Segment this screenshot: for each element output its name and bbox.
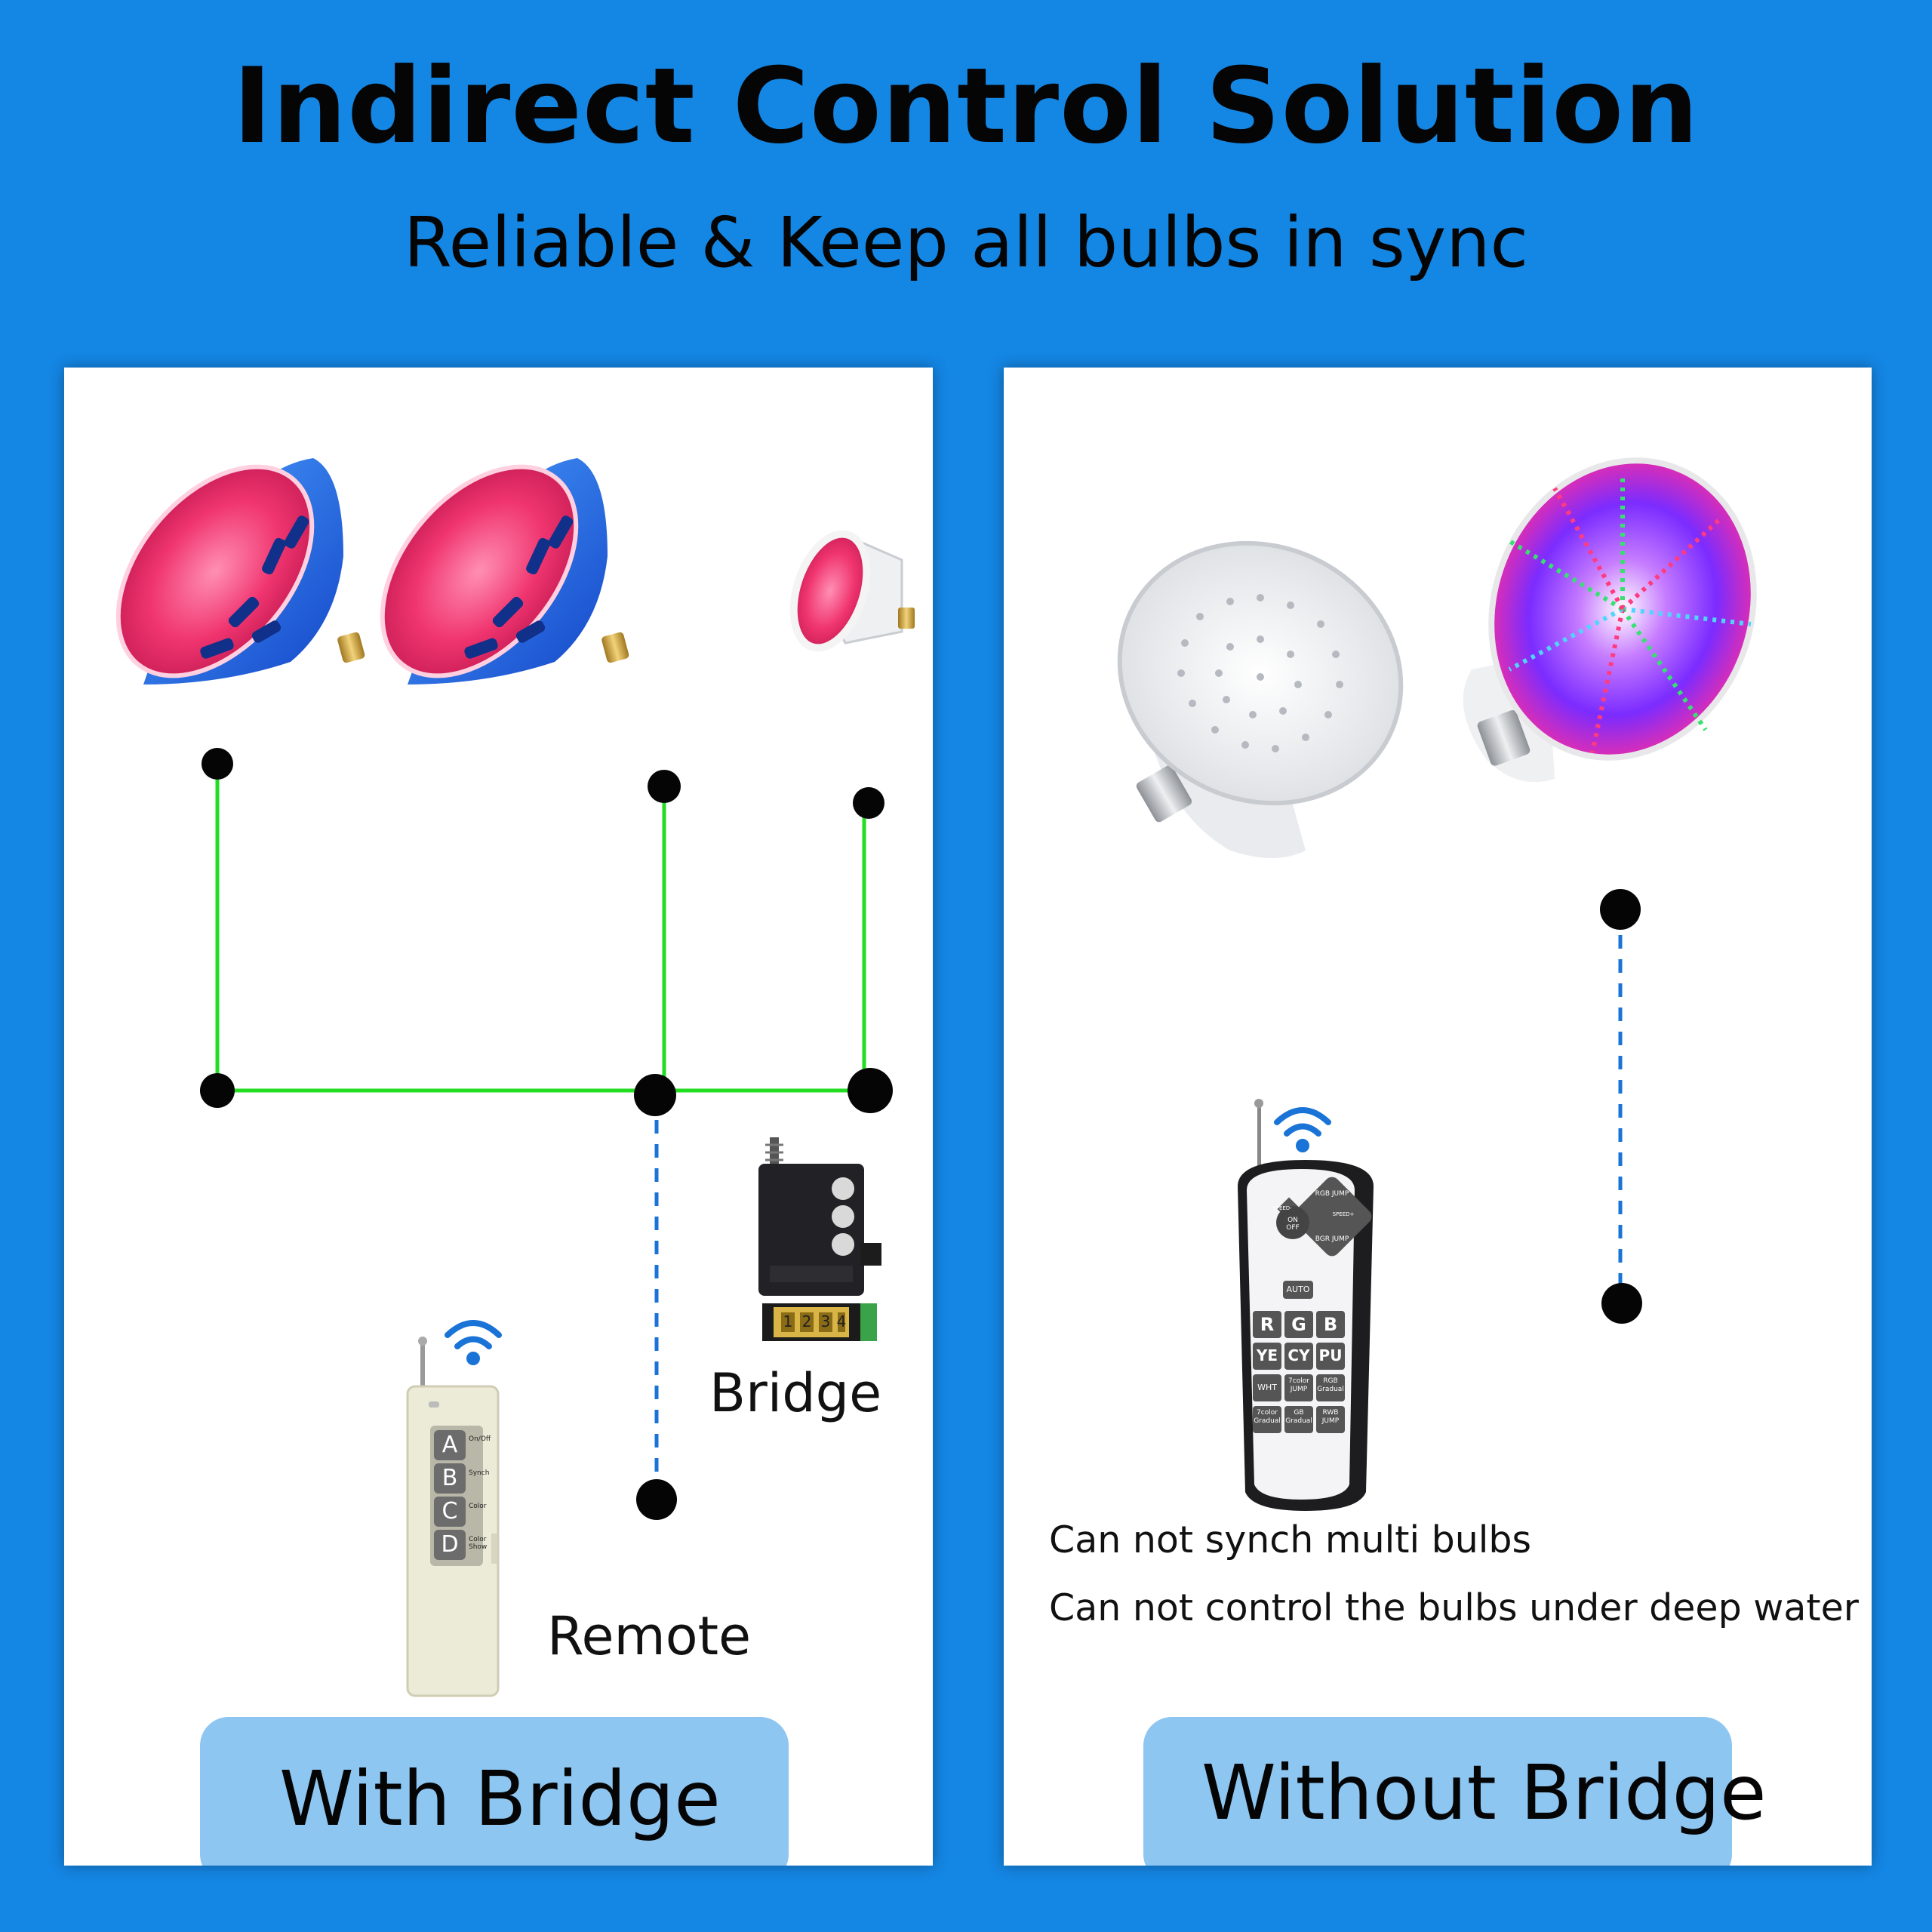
without-bridge-panel: RGB JUMP SPEED- ON OFF SPEED+ BGR JUMP A…: [1004, 368, 1872, 1866]
remote-button-d: D: [441, 1531, 459, 1558]
remote-key-speed-plus: SPEED+: [1332, 1211, 1355, 1217]
with-bridge-panel: A B C D On/Off Synch Color Color Show 1 …: [64, 368, 933, 1866]
remote-key-cy: CY: [1287, 1346, 1310, 1364]
remote-key-7color-jump: 7color JUMP: [1288, 1377, 1309, 1393]
remote-key-7color-gradual: 7color Gradual: [1254, 1409, 1281, 1425]
remote-key-g: G: [1291, 1314, 1306, 1335]
pink-bulb-2: [380, 458, 629, 685]
note-sync: Can not synch multi bulbs: [1049, 1518, 1532, 1561]
remote-key-on-off: ON OFF: [1286, 1217, 1300, 1232]
remote-key-ye: YE: [1256, 1346, 1278, 1364]
remote-key-b: B: [1323, 1314, 1338, 1335]
small-white-bulb: [789, 530, 915, 652]
remote-label: Remote: [547, 1605, 752, 1667]
remote-button-c: C: [441, 1498, 458, 1524]
bridge-terminal: 3: [820, 1312, 831, 1331]
remote-key-rgb-jump: RGB JUMP: [1315, 1190, 1349, 1198]
without-bridge-caption-box: [1143, 1717, 1732, 1866]
note-deep-water: Can not control the bulbs under deep wat…: [1049, 1586, 1859, 1629]
bridge-terminal: 1: [783, 1312, 793, 1331]
remote-button-label: Color: [469, 1503, 487, 1510]
remote-key-auto: AUTO: [1286, 1284, 1310, 1294]
page-subtitle: Reliable & Keep all bulbs in sync: [403, 202, 1529, 283]
remote-key-wht: WHT: [1257, 1383, 1277, 1392]
page-title: Indirect Control Solution: [232, 45, 1700, 167]
rgb-led-bulb: [1463, 457, 1757, 783]
wifi-icon: [1274, 1107, 1331, 1152]
remote-key-pu: PU: [1318, 1346, 1343, 1364]
with-bridge-diagram: [115, 458, 915, 1697]
remote-key-gb-gradual: GB Gradual: [1285, 1409, 1312, 1425]
bridge-terminal: 2: [801, 1312, 812, 1331]
wire-node: [1600, 889, 1641, 930]
remote-key-r: R: [1260, 1314, 1275, 1335]
bridge-label: Bridge: [709, 1362, 882, 1424]
wire-nodes: [200, 748, 893, 1520]
remote-button-label: Color Show: [469, 1536, 488, 1551]
without-bridge-caption: Without Bridge: [1201, 1749, 1767, 1837]
remote-key-rwb-jump: RWB JUMP: [1321, 1409, 1340, 1425]
remote-control-right: [1238, 1099, 1374, 1511]
bridge-module: [758, 1137, 881, 1341]
wires: [215, 764, 872, 1093]
remote-key-speed-minus: SPEED-: [1272, 1205, 1292, 1211]
white-led-bulb: [1117, 540, 1404, 858]
pink-bulb-1: [115, 458, 365, 685]
remote-button-label: Synch: [469, 1469, 490, 1477]
without-bridge-diagram: [1117, 457, 1757, 1511]
remote-button-label: On/Off: [469, 1435, 491, 1443]
remote-control-left: [406, 1337, 500, 1697]
bridge-terminal: 4: [836, 1312, 847, 1331]
with-bridge-caption: With Bridge: [279, 1755, 721, 1843]
wifi-icon: [445, 1320, 502, 1365]
remote-button-a: A: [441, 1432, 458, 1458]
remote-key-bgr-jump: BGR JUMP: [1315, 1235, 1349, 1243]
remote-button-b: B: [441, 1465, 458, 1491]
with-bridge-caption-box: [200, 1717, 789, 1866]
remote-key-rgb-gradual: RGB Gradual: [1317, 1377, 1344, 1393]
wire-node: [1601, 1283, 1642, 1324]
